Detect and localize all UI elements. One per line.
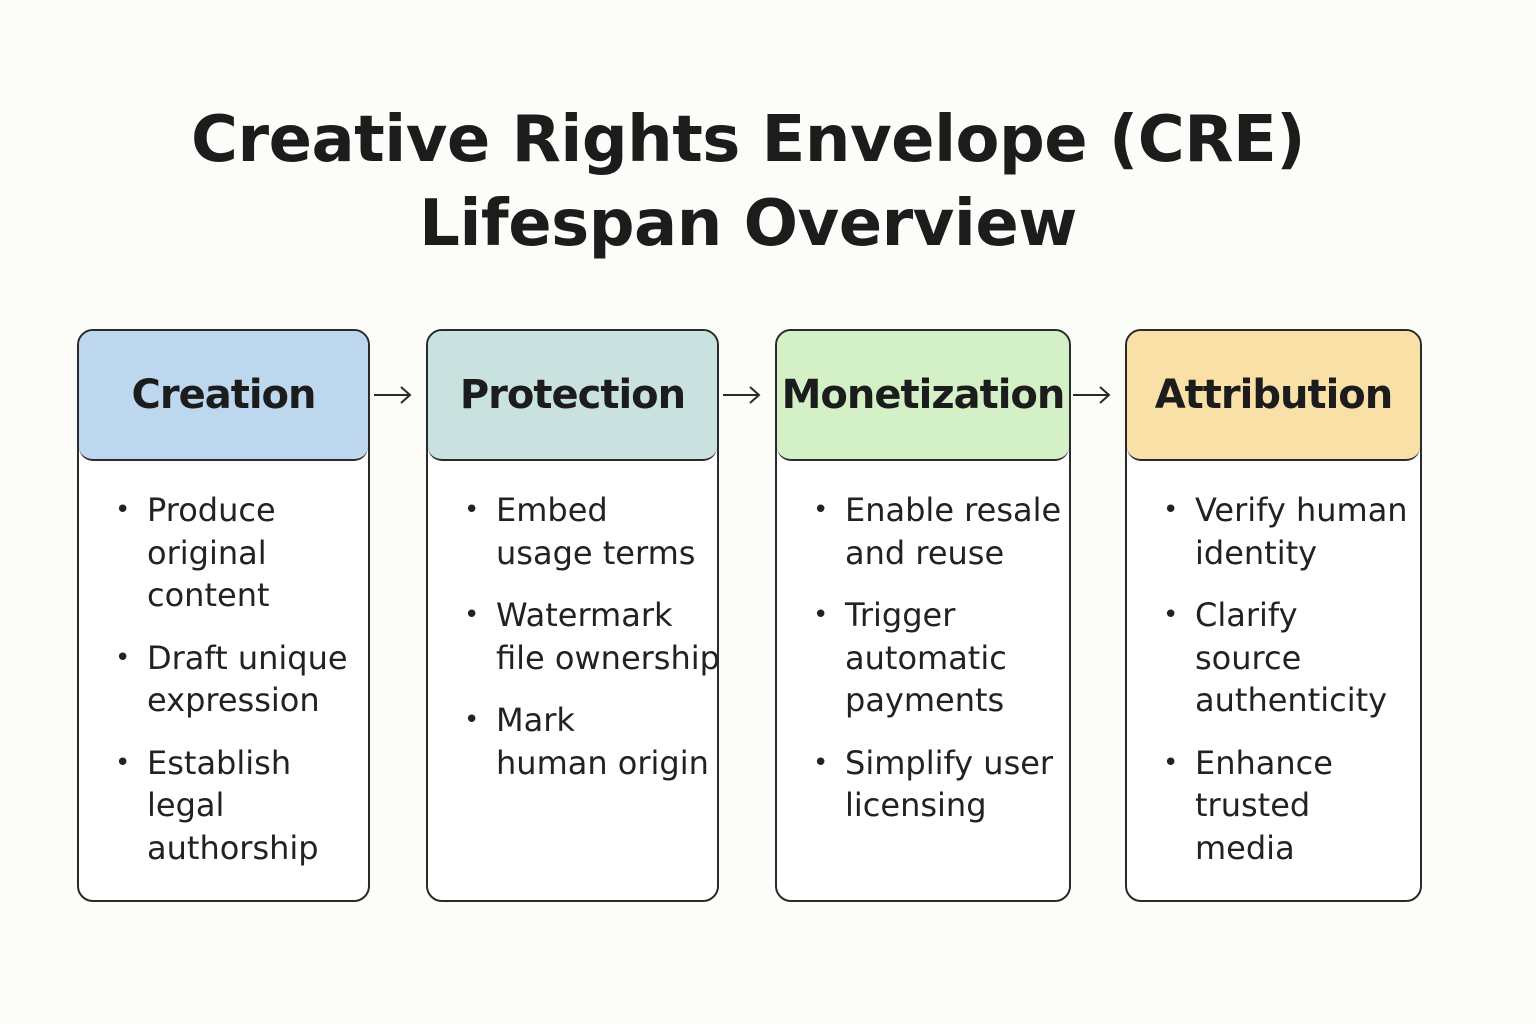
bullet-item: Enhance trusted media: [1163, 742, 1410, 870]
arrow-right-icon: [723, 386, 761, 404]
stage-card-creation: Creation Produce original content Draft …: [77, 329, 370, 902]
bullet-list: Embed usage terms Watermark file ownersh…: [428, 461, 717, 784]
bullet-item: Mark human origin: [464, 699, 709, 784]
bullet-text: Verify human: [1195, 491, 1408, 529]
stage-title: Monetization: [781, 372, 1066, 418]
title-line-1: Creative Rights Envelope (CRE): [191, 103, 1305, 177]
bullet-item: Verify human identity: [1163, 489, 1410, 574]
bullet-text: source: [1195, 638, 1302, 677]
bullet-text: identity: [1195, 533, 1318, 572]
bullet-text: trusted: [1195, 786, 1311, 824]
bullet-text: payments: [845, 681, 1005, 719]
bullet-list: Verify human identity Clarify source aut…: [1127, 461, 1420, 869]
bullet-text: and reuse: [845, 533, 1005, 572]
bullet-text: content: [147, 576, 270, 614]
bullet-text: Simplify user: [845, 743, 1054, 782]
bullet-text: authenticity: [1195, 681, 1388, 719]
bullet-text: Watermark: [496, 596, 673, 634]
stage-title: Creation: [131, 372, 317, 418]
stage-header: Protection: [428, 331, 717, 461]
bullet-item: Clarify source authenticity: [1163, 594, 1410, 722]
bullet-text: original: [147, 533, 267, 572]
stage-card-monetization: Monetization Enable resale and reuse Tri…: [775, 329, 1071, 902]
stage-header: Monetization: [777, 331, 1069, 461]
bullet-item: Embed usage terms: [464, 489, 707, 574]
bullet-item: Simplify user licensing: [813, 742, 1059, 827]
bullet-item: Watermark file ownership: [464, 594, 719, 679]
arrow-right-icon: [374, 386, 412, 404]
bullet-text: Clarify: [1195, 596, 1298, 634]
bullet-item: Enable resale and reuse: [813, 489, 1062, 574]
bullet-text: legal: [147, 786, 225, 824]
bullet-text: Enable resale: [845, 491, 1062, 529]
bullet-item: Produce original content: [115, 489, 358, 617]
bullet-item: Establish legal authorship: [115, 742, 358, 870]
stage-header: Creation: [79, 331, 368, 461]
bullet-text: Establish: [147, 743, 292, 782]
stage-header: Attribution: [1127, 331, 1420, 461]
title-line-2: Lifespan Overview: [419, 187, 1077, 261]
arrow-right-icon: [1073, 386, 1111, 404]
bullet-text: automatic: [845, 638, 1007, 677]
bullet-text: Draft unique: [147, 638, 348, 677]
bullet-text: licensing: [845, 786, 987, 824]
bullet-text: Produce: [147, 491, 276, 529]
bullet-text: usage terms: [496, 533, 696, 572]
bullet-text: expression: [147, 681, 320, 719]
bullet-text: authorship: [147, 828, 319, 867]
bullet-text: Enhance: [1195, 743, 1333, 782]
bullet-text: Embed: [496, 491, 608, 529]
bullet-text: media: [1195, 828, 1295, 867]
page-title: Creative Rights Envelope (CRE) Lifespan …: [0, 98, 1496, 266]
bullet-list: Enable resale and reuse Trigger automati…: [777, 461, 1069, 827]
stage-card-protection: Protection Embed usage terms Watermark f…: [426, 329, 719, 902]
stage-title: Attribution: [1154, 372, 1394, 418]
bullet-text: Trigger: [845, 596, 956, 634]
bullet-item: Trigger automatic payments: [813, 594, 1059, 722]
bullet-item: Draft unique expression: [115, 637, 358, 722]
bullet-text: file ownership: [496, 638, 719, 677]
stage-card-attribution: Attribution Verify human identity Clarif…: [1125, 329, 1422, 902]
bullet-text: Mark: [496, 701, 575, 739]
stage-title: Protection: [459, 372, 686, 418]
bullet-text: human origin: [496, 743, 709, 782]
bullet-list: Produce original content Draft unique ex…: [79, 461, 368, 869]
